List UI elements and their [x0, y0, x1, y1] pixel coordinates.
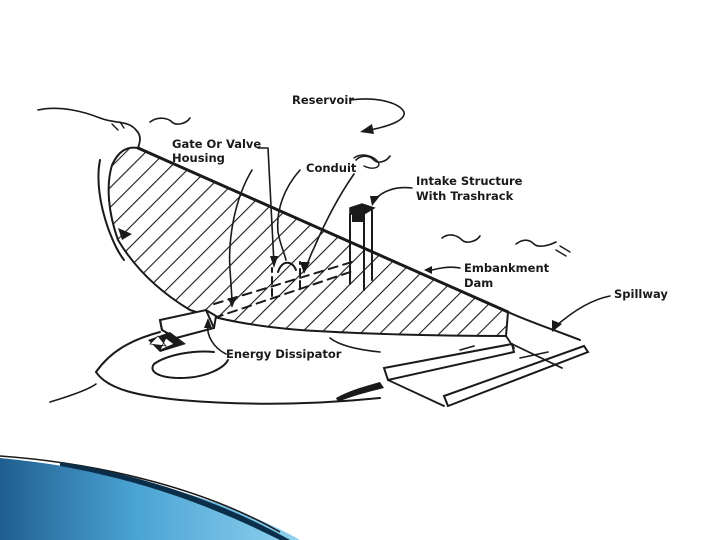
- conduit-leader-3: [305, 173, 355, 269]
- dissipator-pool: [151, 350, 229, 379]
- lower-bank: [49, 383, 97, 403]
- label-gate-line1: Gate Or Valve: [172, 137, 261, 151]
- label-reservoir: Reservoir: [292, 93, 354, 107]
- gate-valve-housing: [271, 261, 301, 297]
- left-shoreline: [97, 159, 125, 261]
- ripple-5: [515, 239, 557, 247]
- ripple-2: [111, 121, 125, 131]
- spillway-leader: [555, 295, 611, 327]
- conduit-leader-curl: [353, 154, 380, 169]
- conduit-leader-1: [276, 169, 301, 261]
- conduit-lower: [213, 269, 357, 319]
- spillway-outflow-mark: [336, 382, 384, 402]
- label-gate-line2: Housing: [172, 151, 225, 165]
- embankment-dam-body: [107, 146, 510, 338]
- abutment-line: [135, 129, 141, 149]
- gate-leader: [257, 147, 275, 265]
- embankment-leader: [431, 266, 461, 271]
- conduit-arrowhead-1: [228, 298, 236, 308]
- conduit-leader-2: [228, 169, 253, 305]
- ripple-4: [441, 234, 481, 243]
- label-intake-line2: With Trashrack: [416, 189, 514, 203]
- dam-crest: [136, 146, 510, 314]
- spillway-channel: [382, 311, 590, 408]
- toe-line: [329, 337, 381, 353]
- gate-arrowhead: [270, 256, 278, 268]
- conduit-arrowhead-2: [300, 262, 310, 274]
- footer-swoosh: [0, 455, 300, 540]
- reservoir-leader: [349, 98, 405, 131]
- ripple-3: [355, 155, 391, 163]
- energy-dissipator-structure: [148, 308, 218, 352]
- far-bank-line: [37, 107, 137, 131]
- label-embankment-line1: Embankment: [464, 261, 550, 275]
- left-notch: [118, 228, 132, 240]
- dissipator-arrowhead: [204, 318, 212, 328]
- ripple-6: [555, 245, 571, 257]
- label-spillway: Spillway: [614, 287, 668, 301]
- spillway-arrowhead: [552, 320, 562, 332]
- embankment-arrowhead: [424, 266, 432, 274]
- conduit-upper: [213, 261, 353, 305]
- label-energy-dissipator: Energy Dissipator: [226, 347, 342, 361]
- ground-left: [95, 331, 161, 373]
- intake-structure: [349, 203, 376, 291]
- label-intake-line1: Intake Structure: [416, 174, 523, 188]
- ground-front: [95, 371, 381, 405]
- label-conduit: Conduit: [306, 161, 357, 175]
- intake-arrowhead: [370, 196, 380, 206]
- reservoir-arrowhead: [360, 124, 374, 134]
- label-embankment-line2: Dam: [464, 276, 493, 290]
- ripple-1: [149, 117, 191, 125]
